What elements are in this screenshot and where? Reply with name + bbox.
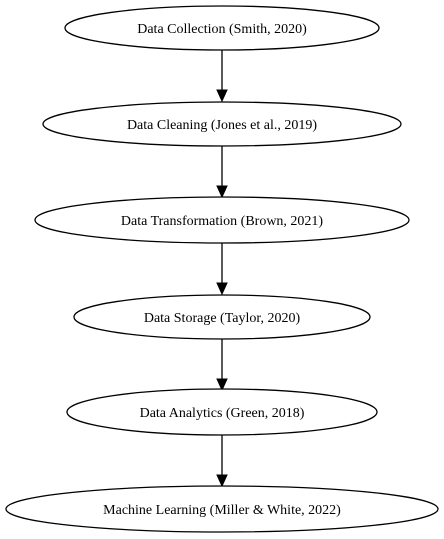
node-data-analytics: Data Analytics (Green, 2018) bbox=[66, 388, 378, 436]
node-data-storage: Data Storage (Taylor, 2020) bbox=[73, 294, 371, 340]
node-machine-learning: Machine Learning (Miller & White, 2022) bbox=[5, 485, 439, 533]
node-label: Data Cleaning (Jones et al., 2019) bbox=[127, 118, 317, 133]
node-label: Data Transformation (Brown, 2021) bbox=[121, 214, 324, 229]
node-data-collection: Data Collection (Smith, 2020) bbox=[64, 5, 380, 51]
edge-collection-cleaning bbox=[216, 50, 228, 103]
node-label: Data Analytics (Green, 2018) bbox=[140, 406, 305, 421]
node-label: Machine Learning (Miller & White, 2022) bbox=[103, 503, 341, 518]
node-label: Data Collection (Smith, 2020) bbox=[137, 22, 307, 37]
node-label: Data Storage (Taylor, 2020) bbox=[144, 311, 301, 326]
edge-analytics-ml bbox=[216, 435, 228, 488]
node-data-transformation: Data Transformation (Brown, 2021) bbox=[34, 196, 410, 244]
node-data-cleaning: Data Cleaning (Jones et al., 2019) bbox=[42, 101, 402, 147]
edge-transformation-storage bbox=[216, 243, 228, 296]
edge-cleaning-transformation bbox=[216, 146, 228, 199]
edge-storage-analytics bbox=[216, 339, 228, 392]
